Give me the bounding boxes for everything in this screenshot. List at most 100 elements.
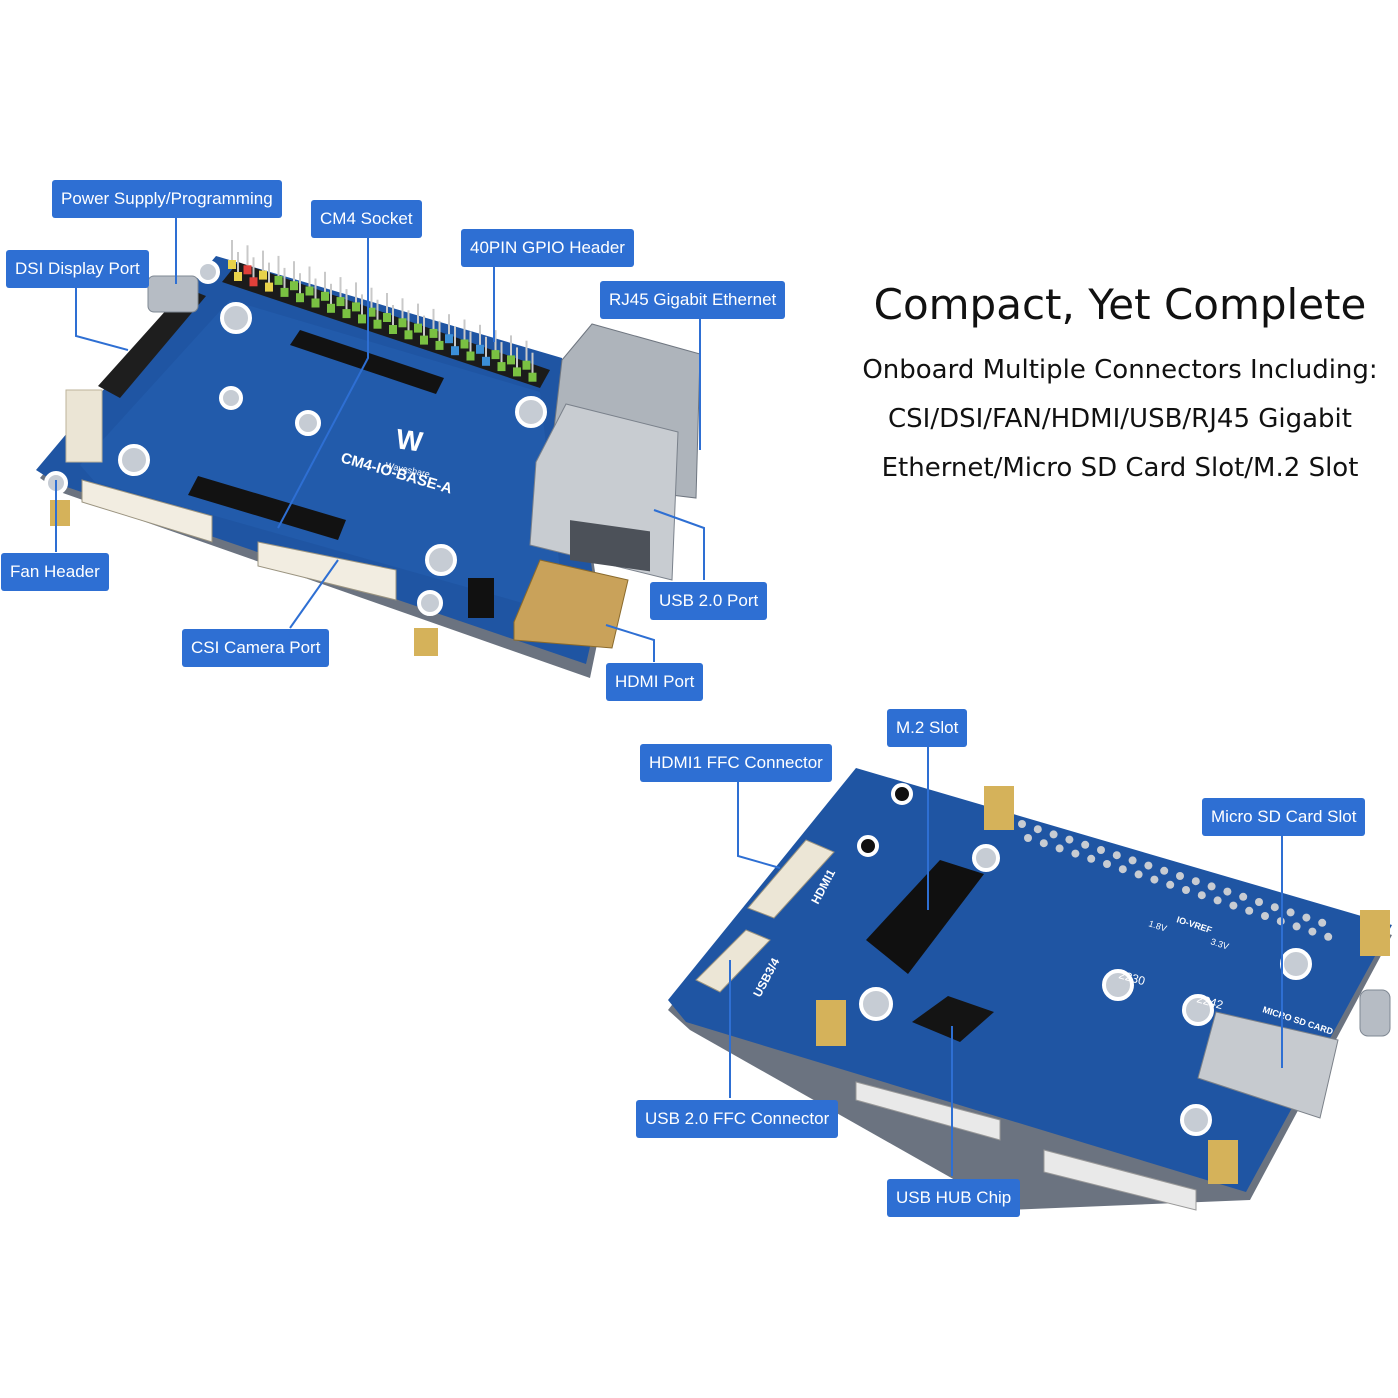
callout-power-supply: Power Supply/Programming	[52, 180, 282, 218]
front-board: W Waveshare CM4-IO-BASE-A	[36, 240, 701, 678]
callout-usb-hub-chip: USB HUB Chip	[887, 1179, 1021, 1217]
header-hole	[1024, 834, 1032, 842]
back-board: HDMI1 USB3/4 2230 2242 MICRO SD CARD IO-…	[668, 768, 1392, 1211]
callout-usb-ffc: USB 2.0 FFC Connector	[636, 1100, 839, 1138]
header-hole	[1239, 892, 1248, 901]
callout-usb2-port: USB 2.0 Port	[650, 582, 768, 620]
header-hole	[1134, 870, 1143, 879]
gpio-pin-base	[296, 293, 304, 303]
gpio-pin-base	[429, 328, 438, 338]
header-hole	[1270, 903, 1279, 912]
gpio-pin-base	[445, 334, 453, 344]
header-hole	[1103, 860, 1111, 868]
callout-microsd: Micro SD Card Slot	[1202, 798, 1366, 836]
gpio-pin-base	[280, 287, 289, 297]
gpio-pin-base	[327, 303, 335, 313]
header-hole	[1097, 846, 1105, 854]
gpio-pin-base	[336, 297, 345, 307]
callout-csi-port: CSI Camera Port	[182, 629, 330, 667]
header-hole	[1318, 918, 1327, 927]
gpio-pin-base	[435, 340, 444, 350]
header-hole	[1191, 877, 1200, 886]
gpio-pin-base	[305, 286, 314, 296]
gpio-pin-base	[389, 325, 397, 334]
header-hole	[1261, 912, 1269, 920]
header-hole	[1207, 882, 1216, 891]
pcb-back	[668, 768, 1392, 1192]
header-hole	[1071, 849, 1080, 858]
header-hole	[1055, 844, 1064, 853]
gpio-pin-base	[497, 362, 506, 372]
header-hole	[1144, 861, 1153, 870]
header-hole	[1197, 891, 1206, 900]
header-hole	[1292, 922, 1301, 931]
gpio-pin-base	[259, 270, 267, 280]
gpio-pin-base	[420, 335, 428, 345]
gpio-pin-base	[311, 298, 320, 308]
header-hole	[1049, 830, 1058, 839]
gpio-pin-base	[249, 277, 258, 287]
microsd-slot	[1197, 1011, 1339, 1119]
header-hole	[1302, 913, 1311, 922]
usb-c-power	[147, 275, 199, 313]
gpio-pin-base	[491, 350, 500, 360]
header-hole	[1128, 856, 1137, 865]
header-hole	[1118, 865, 1127, 874]
m2-slot-connector	[866, 860, 984, 974]
waveshare-logo: W	[394, 423, 425, 457]
boot-switch	[468, 578, 494, 618]
gpio-pin-base	[367, 307, 376, 317]
gpio-pin-base	[460, 339, 469, 349]
gpio-pin-base	[358, 314, 366, 324]
header-hole	[1223, 887, 1232, 896]
gpio-pin-base	[528, 372, 537, 382]
header-hole	[1245, 906, 1254, 915]
gpio-pin-base	[352, 302, 360, 312]
header-hole	[1308, 927, 1317, 936]
headline-line-3: Ethernet/Micro SD Card Slot/M.2 Slot	[881, 453, 1359, 483]
csi-connector-1	[81, 479, 213, 543]
gpio-pin-base	[522, 360, 531, 370]
gpio-pin-base	[414, 323, 422, 333]
headline-line-1: Onboard Multiple Connectors Including:	[862, 355, 1378, 385]
header-hole	[1213, 896, 1222, 905]
gpio-pin-base	[321, 291, 329, 301]
mounting-holes	[44, 260, 547, 616]
callout-gpio-header: 40PIN GPIO Header	[461, 229, 634, 267]
header-hole	[1166, 880, 1175, 889]
callout-hdmi1-ffc: HDMI1 FFC Connector	[640, 744, 832, 782]
leader-lines	[55, 216, 1283, 1176]
headline-line-2: CSI/DSI/FAN/HDMI/USB/RJ45 Gigabit	[888, 404, 1352, 434]
gpio-pin-base	[274, 275, 283, 285]
gpio-pin-base	[342, 309, 351, 319]
callout-hdmi-port: HDMI Port	[606, 663, 704, 701]
csi-connector-2	[257, 541, 397, 601]
header-hole	[1182, 886, 1190, 894]
header-hole	[1065, 835, 1074, 844]
usb-hub-chip	[912, 996, 994, 1042]
header-hole	[1039, 839, 1048, 848]
header-hole	[1018, 820, 1026, 828]
usb-c-back	[1359, 989, 1391, 1037]
headline-title: Compact, Yet Complete	[873, 280, 1367, 329]
callout-dsi-port: DSI Display Port	[6, 250, 149, 288]
hdmi1-ffc-connector	[747, 839, 835, 919]
callout-m2-slot: M.2 Slot	[887, 709, 968, 747]
header-hole	[1160, 866, 1169, 875]
gpio-pin-base	[404, 330, 413, 340]
gpio-pin-base	[398, 318, 407, 328]
gpio-pin-base	[228, 260, 236, 269]
gpio-pin-base	[513, 367, 521, 377]
cm4-socket-lower	[188, 476, 346, 540]
header-hole	[1324, 932, 1333, 941]
hdmi-jack	[513, 559, 629, 649]
callout-rj45: RJ45 Gigabit Ethernet	[600, 281, 786, 319]
fan-header-connector	[65, 389, 103, 463]
gpio-pin-base	[466, 351, 475, 361]
header-hole	[1112, 851, 1121, 860]
gpio-pin-base	[290, 281, 298, 291]
header-hole	[1276, 917, 1285, 926]
gpio-pin-base	[234, 272, 242, 281]
header-hole	[1033, 825, 1042, 834]
